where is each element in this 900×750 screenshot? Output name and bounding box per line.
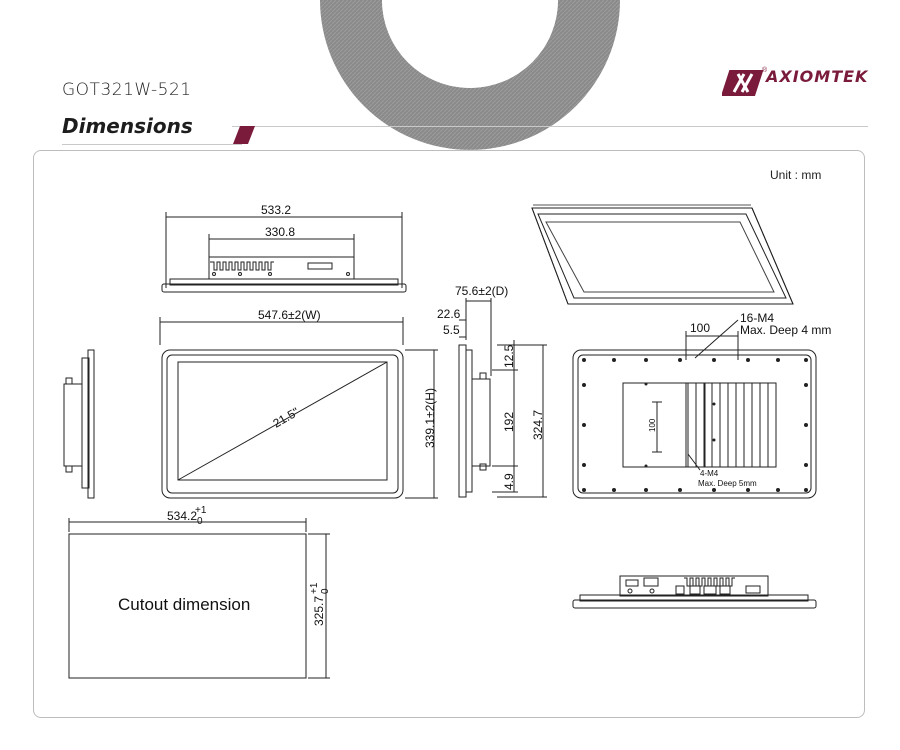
dim-rear-spacing: 100 xyxy=(690,321,710,335)
dim-side-d5: 324.7 xyxy=(531,410,545,440)
cutout-height: 325.7 xyxy=(312,596,326,626)
drawing-frame xyxy=(33,150,865,718)
top-view xyxy=(161,212,407,293)
dim-side-d3: 12.5 xyxy=(502,344,516,368)
cutout-view xyxy=(68,518,330,679)
dim-depth: 75.6±2(D) xyxy=(455,284,508,298)
dim-top-inner: 330.8 xyxy=(265,225,295,239)
axiomtek-logo: ® xyxy=(722,66,768,96)
left-side-view xyxy=(63,349,95,499)
unit-label: Unit : mm xyxy=(770,168,822,182)
dim-top-width: 533.2 xyxy=(261,203,291,217)
dim-side-d1: 22.6 xyxy=(437,307,461,321)
perspective-view xyxy=(531,204,794,305)
title-underline xyxy=(62,144,242,145)
dim-side-d2: 5.5 xyxy=(443,323,460,337)
model-number: GOT321W-521 xyxy=(62,80,192,100)
dim-front-height: 339.1±2(H) xyxy=(423,388,437,448)
dim-rear-small-depth: Max. Deep 5mm xyxy=(698,479,757,488)
section-title: Dimensions xyxy=(62,114,193,138)
cutout-width-tol-zero: 0 xyxy=(197,516,203,527)
dim-rear-depth-note: Max. Deep 4 mm xyxy=(740,323,831,337)
cutout-label: Cutout dimension xyxy=(118,595,250,614)
cutout-width: 534.2 xyxy=(167,509,197,523)
dim-diagonal: 21.5" xyxy=(271,405,302,431)
dim-rear-holes: 16-M4 xyxy=(740,311,774,325)
cutout-height-tol-zero: 0 xyxy=(320,588,331,594)
brand-name: AXIOMTEK xyxy=(766,67,869,86)
cutout-height-tol-plus: +1 xyxy=(309,582,320,594)
bottom-io-view xyxy=(572,575,817,609)
rear-view xyxy=(572,319,817,499)
front-view xyxy=(159,317,438,499)
header-rule xyxy=(232,126,868,127)
right-side-view xyxy=(458,298,547,498)
cutout-width-tol-plus: +1 xyxy=(195,505,207,516)
dim-rear-small-holes: 4-M4 xyxy=(700,469,719,478)
dim-front-width: 547.6±2(W) xyxy=(258,308,321,322)
dim-side-d4: 192 xyxy=(502,412,516,432)
dim-side-d6: 4.9 xyxy=(502,473,516,490)
dim-rear-vspacing: 100 xyxy=(648,418,657,432)
svg-text:®: ® xyxy=(762,66,768,74)
